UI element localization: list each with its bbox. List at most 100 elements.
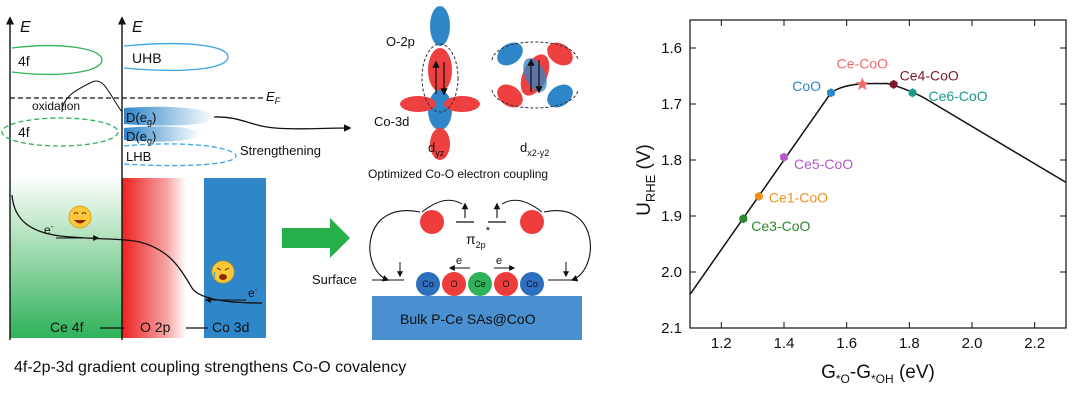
co3d-lobe-left [400,96,436,112]
y-tick-label: 1.6 [661,40,682,57]
volcano-line [689,82,1067,295]
big-green-arrow [282,218,350,258]
oxidation-curve [61,80,123,113]
energy-diagram: E E 4f UHB EF oxidation 4f D(eg) D(eg) L… [1,16,352,340]
y-axis-label: URHE (V) [634,144,658,216]
y-tick-label: 1.7 [661,96,682,113]
x-tick-label: 1.2 [711,335,732,352]
atom-label-3: O [502,279,509,289]
label-deg-1: D(eg) [126,110,156,127]
pi-orbital-right [520,210,544,234]
x-tick-label: 2.2 [1024,335,1045,352]
label-4f-lower: 4f [18,124,30,140]
atom-o-left [442,272,466,296]
strengthening-arrow [213,116,352,132]
y-tick-label: 2.0 [661,264,682,281]
point-ce6-coo [908,88,917,98]
y-tick-label: 1.8 [661,152,682,169]
axis-label-e-right: E [132,19,143,36]
curved-connector-right [501,199,543,213]
volcano-plot: 1.6 1.7 1.8 1.9 2.0 2.1 1.2 1.4 1.6 1.8 2.0 2.2 Ce… [634,19,1067,386]
point-coo [827,88,835,98]
label-lhb: LHB [126,149,151,164]
band-deg-2 [124,126,200,142]
band-uhb [123,42,229,72]
x-tick-label: 2.0 [962,335,983,352]
surface-schematic: π2p* Surface e e Bulk P-Ce SAs@CoO Co O … [312,199,591,340]
electron-transfer-curve [11,194,263,304]
band-4f-lower [1,117,119,147]
label-electron-2: e- [248,285,258,300]
label-orbital-caption: Optimized Co-O electron coupling [368,167,548,181]
label-dyz: dyz [428,140,445,158]
label-electron-b: e [496,255,502,267]
x-tick-label: 1.4 [774,335,795,352]
label-dx2y2: dx2-y2 [520,140,549,158]
label-surface: Surface [312,272,357,287]
curved-connector-left [421,199,463,213]
orbital-schematics: O-2p Co-3d dyz dx2-y2 Optimized Co-O ele… [368,6,579,181]
point-label-ce-coo: Ce-CoO [837,55,888,71]
y-tick-label: 2.1 [661,320,682,337]
point-ce5-coo [780,152,788,162]
atom-co-left [416,272,440,296]
curved-arrow-left [369,210,421,282]
band-deg-1 [124,106,214,126]
curved-arrow-right [543,210,591,282]
bulk-slab [372,296,582,340]
label-co3d: Co-3d [374,114,409,129]
atom-label-4: Co [526,279,538,289]
o-panel [122,178,204,338]
point-ce1-coo [755,191,763,201]
co-panel [204,178,266,338]
ce-panel [10,175,122,338]
x-axis-label: G*O-G*OH (eV) [821,362,935,386]
o2p-lobe-top [430,6,450,46]
label-o2p: O-2p [386,34,415,49]
point-ce4-coo [889,79,898,89]
label-ce-4f: Ce 4f [50,319,84,335]
point-label-coo: CoO [792,78,821,94]
dx2y2-center-blue [523,58,547,92]
label-electron-1: e- [44,222,54,237]
point-label-ce3-coo: Ce3-CoO [751,218,810,234]
point-ce-coo [855,77,869,91]
sad-face-icon [211,260,235,284]
atom-ce [468,272,492,296]
point-label-ce5-coo: Ce5-CoO [794,156,853,172]
figure-caption: 4f-2p-3d gradient coupling strengthens C… [14,359,406,376]
label-uhb: UHB [132,50,162,66]
x-tick-label: 1.6 [836,335,857,352]
label-oxidation: oxidation [32,99,80,113]
label-electron-a: e [456,255,462,267]
data-points: Ce3-CoO Ce1-CoO Ce5-CoO CoO Ce-CoO Ce4-CoO Ce6… [739,55,988,234]
dx2y2-ring-bottom [491,89,579,109]
atom-co-right [520,272,544,296]
label-bulk: Bulk P-Ce SAs@CoO [400,311,536,327]
plot-frame [689,19,1067,329]
o2p-lobe-bottom [428,48,452,92]
label-deg-2: D(eg) [126,129,156,146]
atom-label-1: O [450,279,457,289]
axis-label-e-left: E [20,19,31,36]
co3d-lobe-bottom [430,128,450,160]
happy-face-icon [68,205,92,229]
label-pi2p: π2p* [466,225,491,250]
point-label-ce1-coo: Ce1-CoO [769,189,828,205]
dx2y2-ring-top [491,41,579,61]
atom-label-2: Ce [474,279,486,289]
label-strengthening: Strengthening [240,143,321,158]
label-fermi: EF [266,89,281,106]
point-ce3-coo [739,214,748,224]
band-4f-upper [11,44,103,76]
atom-label-0: Co [422,279,434,289]
point-label-ce4-coo: Ce4-CoO [900,67,959,83]
point-label-ce6-coo: Ce6-CoO [928,88,987,104]
label-o-2p: O 2p [140,319,171,335]
atom-row: Co O Ce O Co [416,272,544,296]
y-ticks: 1.6 1.7 1.8 1.9 2.0 2.1 [661,40,1066,337]
co3d-lobe-top [428,90,452,130]
y-tick-label: 1.9 [661,208,682,225]
